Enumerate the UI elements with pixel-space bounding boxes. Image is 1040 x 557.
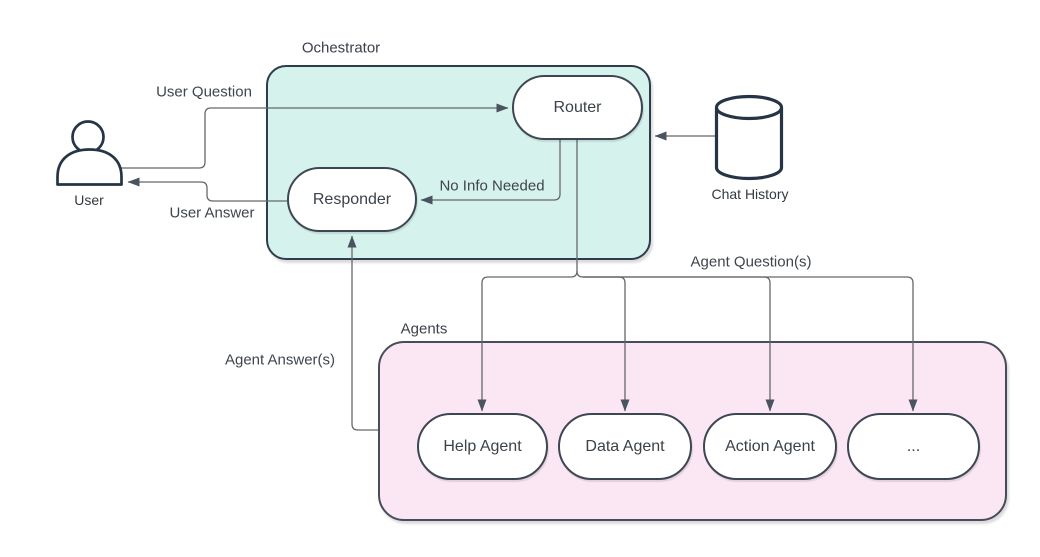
database-cylinder-icon: [714, 94, 784, 181]
edge-router-to-action-agent: [583, 276, 775, 412]
node-more-agents: ...: [847, 413, 980, 480]
node-action-agent: Action Agent: [703, 413, 837, 480]
edge-router-to-more-agents: [583, 276, 918, 412]
edge-user-question: [120, 103, 509, 169]
edge-label-agent-answers: Agent Answer(s): [224, 351, 336, 369]
edge-label-user-question: User Question: [156, 83, 252, 101]
person-icon: [56, 120, 123, 186]
edge-user-answer: [127, 177, 287, 202]
node-data-agent: Data Agent: [558, 413, 692, 480]
edge-agent-answers: [347, 235, 378, 431]
orchestrator-title: Ochestrator: [301, 39, 381, 57]
edge-router-to-data-agent: [576, 270, 630, 412]
agents-title: Agents: [400, 320, 448, 338]
edge-label-agent-questions: Agent Question(s): [690, 253, 812, 271]
edge-label-no-info-needed: No Info Needed: [439, 177, 545, 195]
node-responder: Responder: [287, 167, 417, 232]
edge-no-info-needed: [420, 140, 561, 205]
node-router: Router: [512, 75, 643, 140]
edge-label-user-answer: User Answer: [169, 204, 255, 222]
chat-history-label: Chat History: [711, 186, 789, 202]
user-label: User: [74, 192, 104, 208]
node-help-agent: Help Agent: [417, 413, 548, 480]
